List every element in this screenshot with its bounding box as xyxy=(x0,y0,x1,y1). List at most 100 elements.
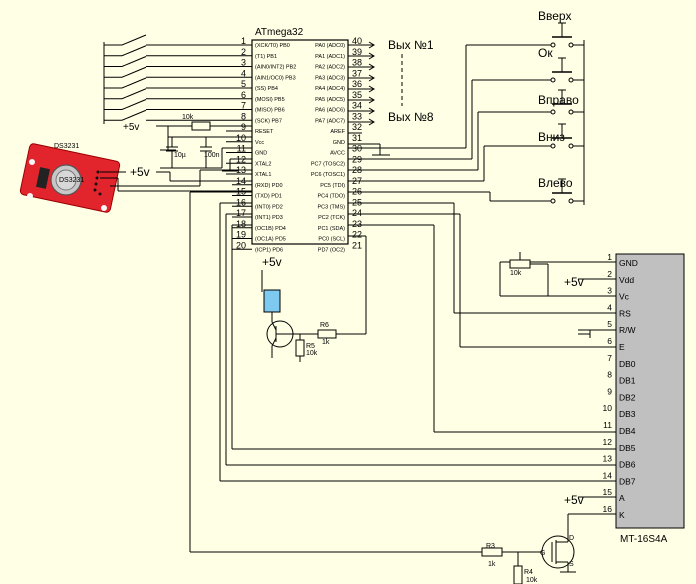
r5-value: 10k xyxy=(306,350,318,357)
mcu-pin-function: PC2 (TCK) xyxy=(318,215,345,221)
rtc-chip-label: DS3231 xyxy=(59,177,84,184)
lcd-pin-number: 7 xyxy=(607,353,612,363)
lcd-pin-number: 15 xyxy=(603,487,613,497)
lcd-pin-number: 10 xyxy=(603,403,613,413)
lcd-model: MT-16S4A xyxy=(620,534,668,545)
porta-switch-bank xyxy=(103,34,226,124)
r6-label: R6 xyxy=(320,322,329,329)
mcu-pin-function: PA2 (ADC2) xyxy=(315,65,345,71)
mcu-pin-function: (MISO) PB6 xyxy=(255,108,285,114)
mcu-pin-function: PA5 (ADC5) xyxy=(315,97,345,103)
mcu-pin-number: 4 xyxy=(241,68,246,78)
output-first-label: Вых №1 xyxy=(388,38,434,52)
reset-network xyxy=(156,121,252,172)
mcu-pin-number: 16 xyxy=(236,197,246,207)
lcd-pin-number: 1 xyxy=(607,252,612,262)
mcu-pin-function: (TXD) PD1 xyxy=(255,194,282,200)
lcd-pin-function: DB2 xyxy=(619,392,636,402)
mcu-pin-number: 5 xyxy=(241,79,246,89)
mcu-pin-function: PA1 (ADC1) xyxy=(315,54,345,60)
mcu-pin-function: (SS) PB4 xyxy=(255,86,278,92)
mcu-pin-function: RESET xyxy=(255,129,274,135)
lcd-pins: 1GND2Vdd3Vc4RS5R/W6E7DB08DB19DB210DB311D… xyxy=(603,252,638,520)
mcu-pin-function: PC6 (TOSC1) xyxy=(311,172,345,178)
lcd-body xyxy=(615,253,685,529)
mcu-pin-function: (INT0) PD2 xyxy=(255,204,283,210)
mosfet-g-label: G xyxy=(540,550,545,557)
mcu-pin-number: 25 xyxy=(352,197,362,207)
mcu-pin-number: 31 xyxy=(352,133,362,143)
lcd-pin-number: 12 xyxy=(603,437,613,447)
lcd-pin-function: DB1 xyxy=(619,376,636,386)
mcu-pin-function: PC5 (TDI) xyxy=(320,183,345,189)
r5-label: R5 xyxy=(306,343,315,350)
mcu-pin-number: 20 xyxy=(236,240,246,250)
rtc-module xyxy=(19,143,252,213)
switch-blade xyxy=(121,109,147,121)
switch-blade xyxy=(121,45,147,57)
mcu-pin-function: XTAL2 xyxy=(255,161,271,167)
lcd-pin-function: K xyxy=(619,510,625,520)
switch-blade xyxy=(121,99,147,110)
lcd-pin-function: Vdd xyxy=(619,275,634,285)
backlight-mosfet xyxy=(481,534,576,584)
lcd-pin-function: DB3 xyxy=(619,409,636,419)
mcu-pin-function: PC1 (SDA) xyxy=(318,226,345,232)
mcu-pin-function: GND xyxy=(255,151,267,157)
mcu-pin-function: PA0 (ADC0) xyxy=(315,43,345,49)
lcd-pin-number: 6 xyxy=(607,336,612,346)
lcd-pin-number: 13 xyxy=(603,454,613,464)
mcu-pin-function: PC0 (SCL) xyxy=(318,237,345,243)
lcd-pin-number: 2 xyxy=(607,269,612,279)
lcd-a-power-label: +5v xyxy=(564,493,584,507)
mcu-pin-function: (OC1B) PD4 xyxy=(255,226,286,232)
pushbutton[interactable] xyxy=(540,178,584,204)
aref-avcc-wiring xyxy=(348,132,390,156)
lcd-pin-function: GND xyxy=(619,258,638,268)
r-reset-value: 10k xyxy=(182,114,194,121)
mcu-pin-function: AREF xyxy=(330,129,345,135)
power-label: +5v xyxy=(123,122,139,133)
mcu-pin-function: (SCK) PB7 xyxy=(255,118,282,124)
mcu-pin-number: 19 xyxy=(236,230,246,240)
mcu-pin-number: 23 xyxy=(352,219,362,229)
mcu-pin-number: 18 xyxy=(236,219,246,229)
lcd-pin-function: Vc xyxy=(619,292,630,302)
button-label: Вверх xyxy=(538,9,571,23)
pushbutton[interactable] xyxy=(540,89,584,115)
button-label: Влево xyxy=(538,176,573,190)
mcu-pin-number: 34 xyxy=(352,101,362,111)
lcd-contrast-pot xyxy=(348,202,616,348)
switch-blade xyxy=(121,34,147,46)
mcu-pin-function: PC4 (TDO) xyxy=(318,194,346,200)
lcd-pin-function: DB4 xyxy=(619,426,636,436)
buzzer-power-label: +5v xyxy=(262,255,282,269)
mcu-pin-number: 1 xyxy=(241,36,246,46)
mcu-pin-function: Vcc xyxy=(255,140,264,146)
pushbutton[interactable] xyxy=(540,57,584,83)
mcu-pin-function: AVCC xyxy=(330,151,345,157)
mcu-pin-number: 6 xyxy=(241,90,246,100)
c1-value: 10µ xyxy=(174,152,186,159)
mosfet-d-label: D xyxy=(569,535,574,542)
mcu-pin-number: 8 xyxy=(241,111,246,121)
output-arrows xyxy=(348,41,403,126)
mcu-pin-function: (RXD) PD0 xyxy=(255,183,283,189)
mcu-pin-function: PA7 (ADC7) xyxy=(315,118,345,124)
pushbutton[interactable] xyxy=(540,123,584,149)
mcu-body xyxy=(251,39,349,245)
mcu-pin-function: GND xyxy=(333,140,345,146)
r3-value: 1k xyxy=(488,561,496,568)
button-label: Ок xyxy=(538,46,553,60)
mcu-pin-function: PC3 (TMS) xyxy=(318,204,346,210)
pushbutton[interactable] xyxy=(540,22,584,48)
mcu-pin-number: 10 xyxy=(236,133,246,143)
mcu-pin-number: 35 xyxy=(352,90,362,100)
lcd-pin-function: A xyxy=(619,493,625,503)
lcd-pin-function: DB5 xyxy=(619,443,636,453)
pot-value: 10k xyxy=(510,270,522,277)
button-wiring xyxy=(348,40,585,205)
mcu-pin-function: PC7 (TOSC2) xyxy=(311,161,345,167)
